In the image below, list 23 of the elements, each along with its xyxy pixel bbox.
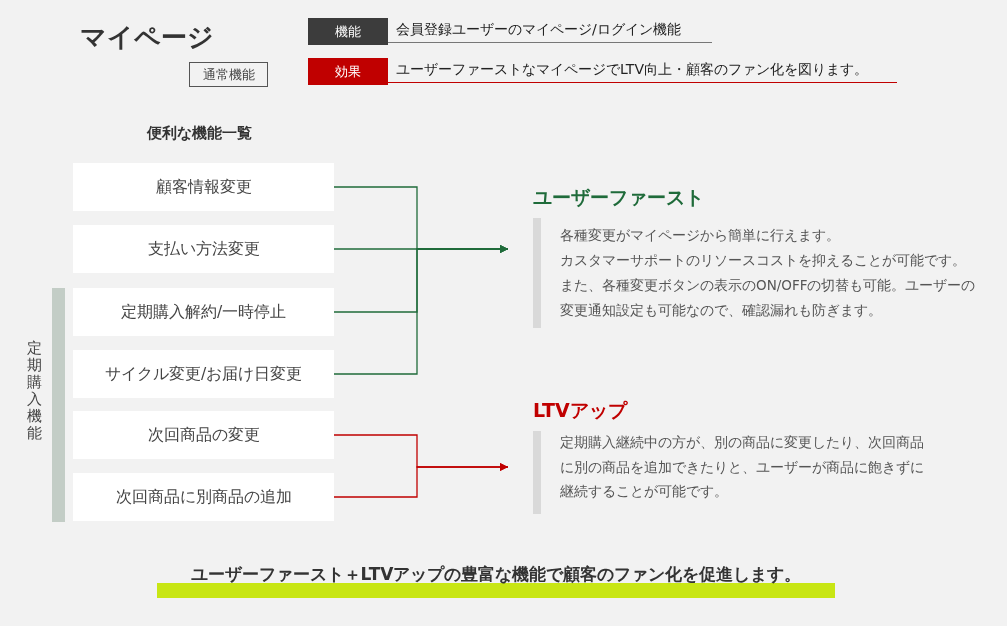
description-text: 定期購入継続中の方が、別の商品に変更したり、次回商品に別の商品を追加できたりと、ユーザーが商品に飽きずに継続することが可能です。 [560, 433, 925, 501]
feature-box: 次回商品に別商品の追加 [73, 473, 334, 521]
page-title: マイページ [80, 21, 214, 54]
category-tag: 機能 [308, 18, 388, 45]
description-text: 会員登録ユーザーのマイページ/ログイン機能 [388, 21, 712, 43]
section-heading: LTVアップ [533, 398, 627, 423]
section-heading: ユーザーファースト [533, 185, 704, 210]
description-text: ユーザーファーストなマイページでLTV向上・顧客のファン化を図ります。 [388, 61, 897, 83]
section-heading: 便利な機能一覧 [147, 124, 252, 143]
description-text: カスタマーサポートのリソースコストを抑えることが可能です。 [560, 251, 967, 270]
feature-box: 次回商品の変更 [73, 411, 334, 459]
description-text: また、各種変更ボタンの表示のON/OFFの切替も可能。ユーザーの変更通知設定も可能なので、確認漏れも防ぎます。 [560, 276, 977, 320]
category-tag: 効果 [308, 58, 388, 85]
connector-arrow [333, 245, 509, 375]
feature-box: 定期購入解約/一時停止 [73, 288, 334, 336]
caption-text: ユーザーファースト＋LTVアップの豊富な機能で顧客のファン化を促進します。 [189, 563, 803, 586]
group-label: 定期購入機能 [27, 340, 43, 442]
feature-box: 支払い方法変更 [73, 225, 334, 273]
feature-box: サイクル変更/お届け日変更 [73, 350, 334, 398]
feature-box: 顧客情報変更 [73, 163, 334, 211]
description-text: 各種変更がマイページから簡単に行えます。 [560, 226, 841, 245]
connector-arrow [333, 463, 509, 498]
category-label: 通常機能 [189, 62, 268, 87]
